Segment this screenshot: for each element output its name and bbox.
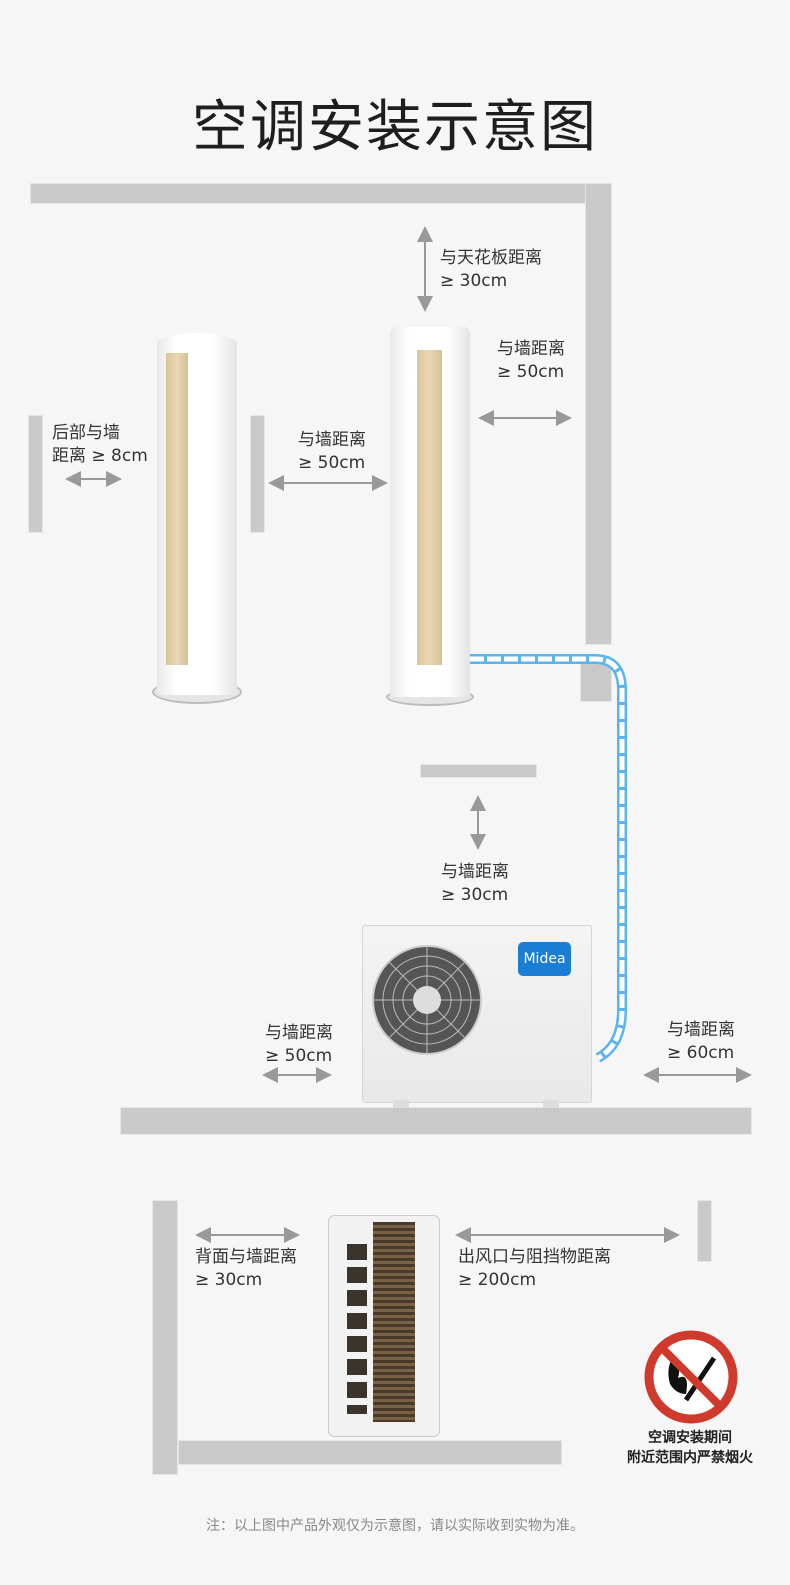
- side-view-floor: [178, 1440, 562, 1465]
- label-indoor-side-wall: 与墙距离 ≥ 50cm: [298, 429, 366, 475]
- fan-grille-icon: [372, 945, 482, 1055]
- no-fire-sign-icon: [644, 1330, 738, 1424]
- label-outdoor-right-wall: 与墙距离 ≥ 60cm: [667, 1019, 735, 1065]
- outdoor-unit-side: [328, 1215, 440, 1437]
- label-indoor-back-wall: 后部与墙距离 ≥ 8cm: [52, 422, 148, 468]
- overhead-wall: [420, 764, 537, 778]
- label-outlet: 出风口与阻挡物距离 ≥ 200cm: [458, 1246, 611, 1292]
- outdoor-unit-front: Midea: [362, 925, 592, 1108]
- page-title: 空调安装示意图: [192, 95, 598, 160]
- label-indoor-right-wall: 与墙距离 ≥ 50cm: [497, 338, 565, 384]
- label-text: 与天花板距离: [440, 248, 542, 268]
- label-text: 与墙距离: [441, 862, 509, 882]
- label-outdoor-back-wall: 背面与墙距离 ≥ 30cm: [195, 1246, 297, 1292]
- back-wall-left: [28, 415, 43, 533]
- label-text: 与墙距离: [667, 1020, 735, 1040]
- label-value: ≥ 30cm: [195, 1270, 263, 1290]
- label-value: ≥ 50cm: [298, 453, 366, 473]
- label-value: 距离 ≥ 8cm: [52, 446, 148, 466]
- label-text: 与墙距离: [298, 430, 366, 450]
- label-value: ≥ 50cm: [497, 362, 565, 382]
- right-wall-upper: [585, 183, 612, 645]
- side-view-back-wall: [152, 1200, 178, 1475]
- label-value: ≥ 60cm: [667, 1043, 735, 1063]
- label-value: ≥ 50cm: [265, 1046, 333, 1066]
- label-ceiling: 与天花板距离 ≥ 30cm: [440, 247, 542, 293]
- label-value: ≥ 30cm: [441, 885, 509, 905]
- warning-line-1: 空调安装期间: [648, 1430, 732, 1446]
- label-outdoor-left-wall: 与墙距离 ≥ 50cm: [265, 1022, 333, 1068]
- label-value: ≥ 200cm: [458, 1270, 537, 1290]
- brand-logo: Midea: [518, 942, 571, 976]
- floor: [120, 1107, 752, 1135]
- back-wall-middle: [250, 415, 265, 533]
- label-text: 与墙距离: [497, 339, 565, 359]
- label-text: 出风口与阻挡物距离: [458, 1247, 611, 1267]
- label-text: 与墙距离: [265, 1023, 333, 1043]
- label-value: ≥ 30cm: [440, 271, 508, 291]
- label-text: 后部与墙: [52, 423, 120, 443]
- warning-line-2: 附近范围内严禁烟火: [627, 1450, 753, 1466]
- footnote: 注：以上图中产品外观仅为示意图，请以实际收到实物为准。: [206, 1518, 584, 1534]
- obstacle-wall: [697, 1200, 712, 1262]
- label-outdoor-top-wall: 与墙距离 ≥ 30cm: [441, 861, 509, 907]
- label-text: 背面与墙距离: [195, 1247, 297, 1267]
